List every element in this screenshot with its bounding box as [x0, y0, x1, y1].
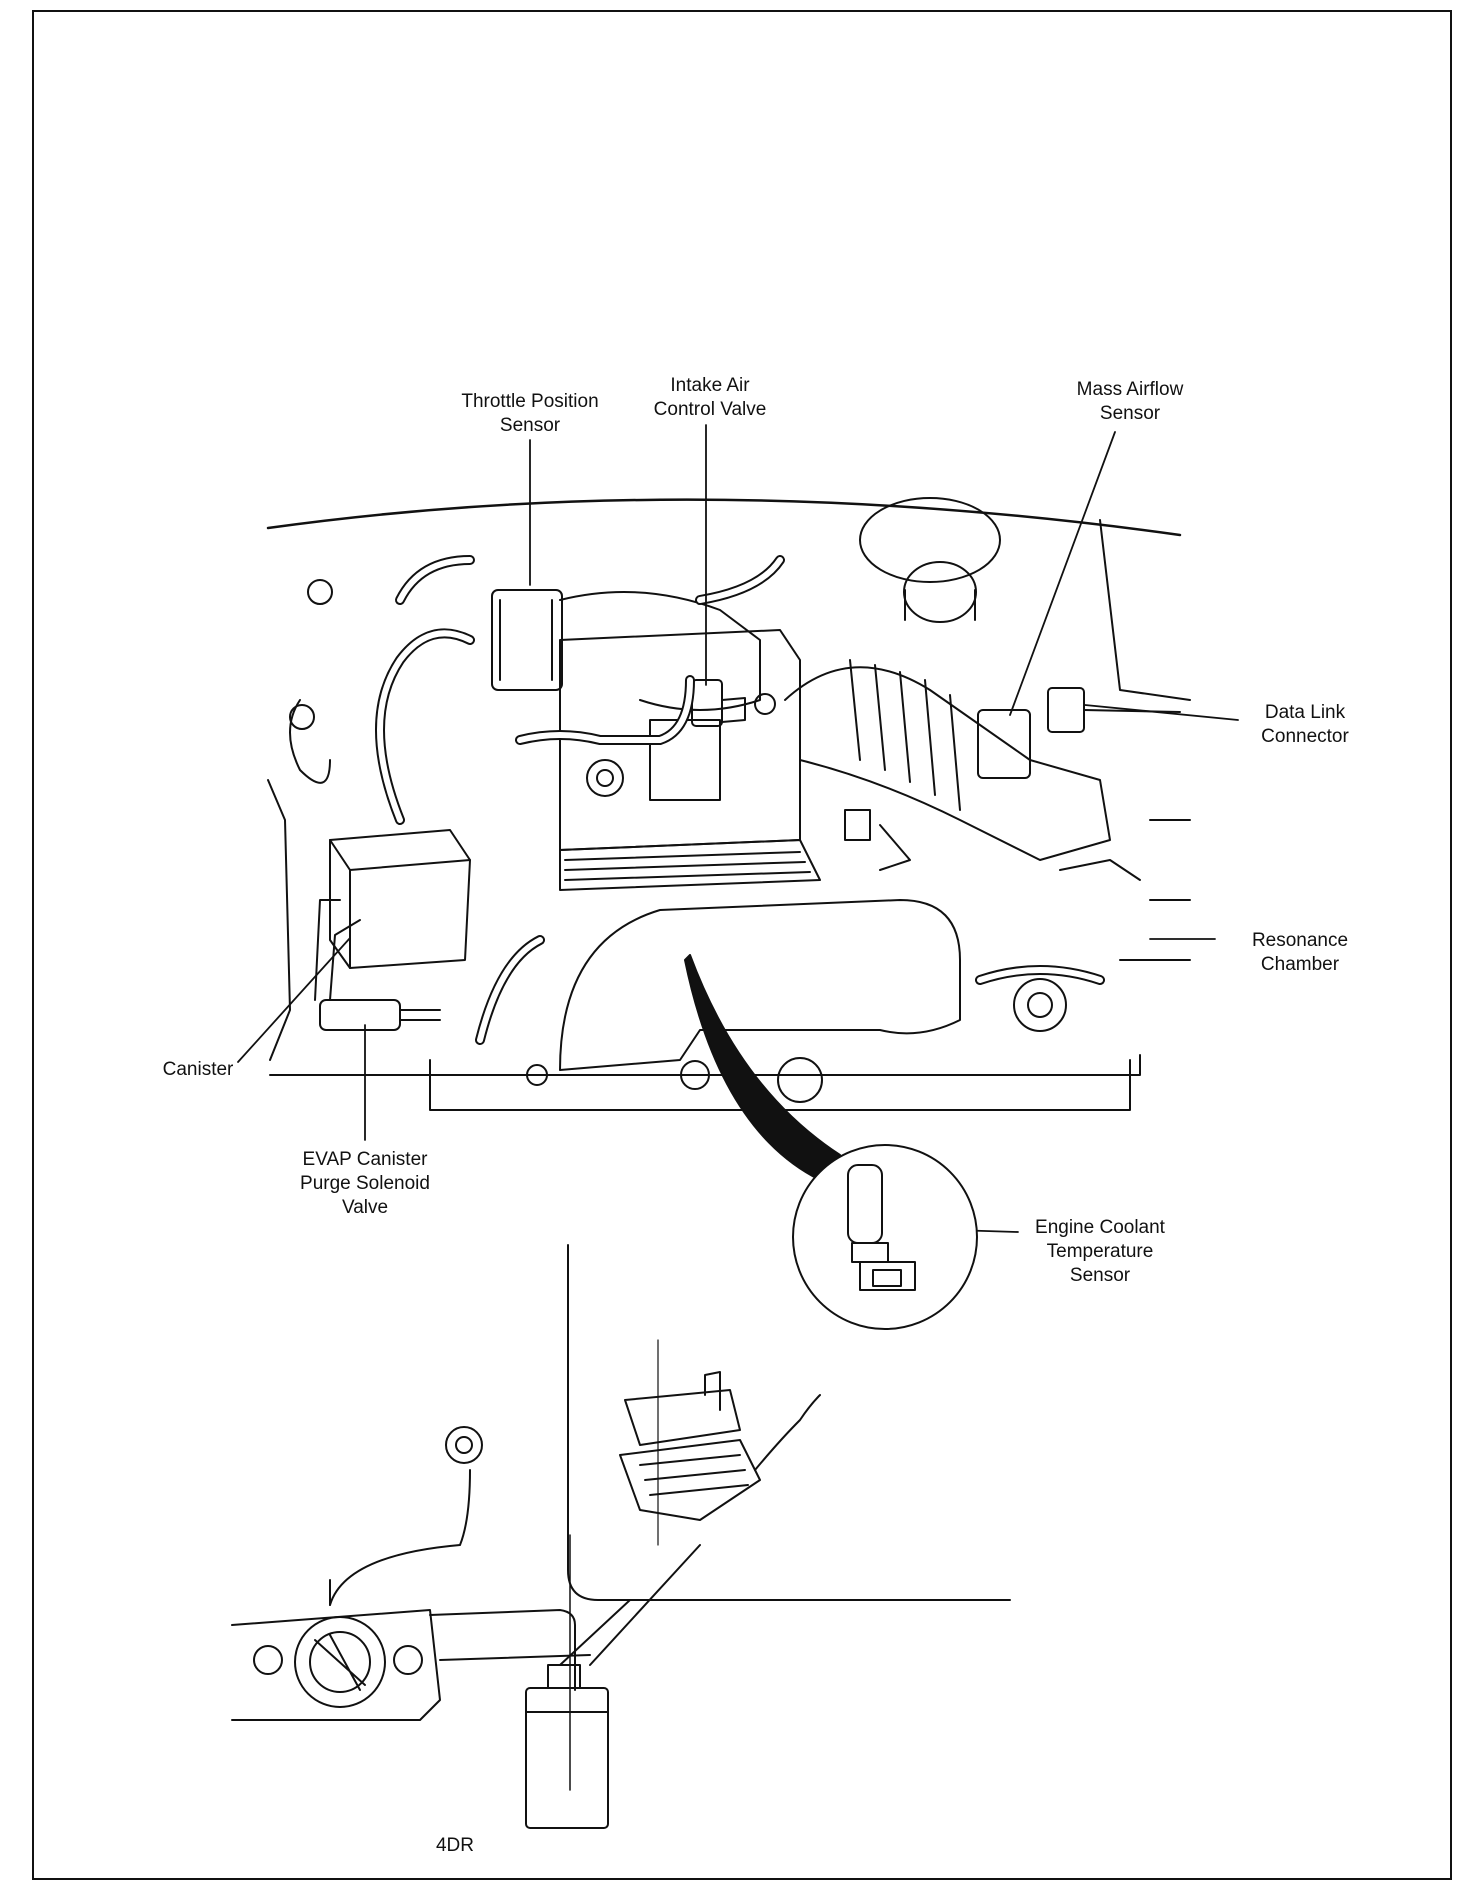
label-evap-canister-purge-solenoid-valve: EVAP Canister Purge Solenoid Valve [280, 1148, 450, 1220]
label-line: EVAP Canister [302, 1149, 428, 1170]
label-line: Sensor [1069, 1265, 1131, 1286]
label-line: Connector [1261, 726, 1349, 747]
label-4dr: 4DR [420, 1834, 490, 1858]
label-line: Sensor [1099, 403, 1161, 424]
coolant-sensor-callout [684, 954, 978, 1330]
purge-valve-inset [567, 1244, 1011, 1791]
label-throttle-position-sensor: Throttle Position Sensor [440, 390, 620, 438]
label-engine-coolant-temperature-sensor: Engine Coolant Temperature Sensor [1010, 1216, 1190, 1288]
label-resonance-chamber: Resonance Chamber [1230, 929, 1370, 977]
label-line: Resonance [1251, 930, 1349, 951]
label-line: Chamber [1260, 954, 1340, 975]
label-data-link-connector: Data Link Connector [1240, 701, 1370, 749]
label-intake-air-control-valve: Intake Air Control Valve [620, 374, 800, 422]
label-line: Valve [341, 1197, 389, 1218]
label-line: Sensor [499, 415, 561, 436]
engine-bay-drawing [266, 497, 1191, 1111]
label-line: Throttle Position [461, 391, 599, 412]
label-line: Canister [162, 1059, 234, 1080]
fuel-tank-assembly [231, 1426, 701, 1829]
label-canister: Canister [148, 1058, 248, 1082]
label-line: Purge Solenoid [300, 1173, 430, 1194]
label-line: Temperature [1046, 1241, 1154, 1262]
label-mass-airflow-sensor: Mass Airflow Sensor [1040, 378, 1220, 426]
label-line: 4DR [435, 1835, 474, 1856]
label-line: Control Valve [653, 399, 767, 420]
label-line: Engine Coolant [1035, 1217, 1165, 1238]
label-line: Data Link [1264, 702, 1346, 723]
page-border [32, 10, 1452, 1880]
label-line: Intake Air [670, 375, 750, 396]
label-line: Mass Airflow [1076, 379, 1184, 400]
